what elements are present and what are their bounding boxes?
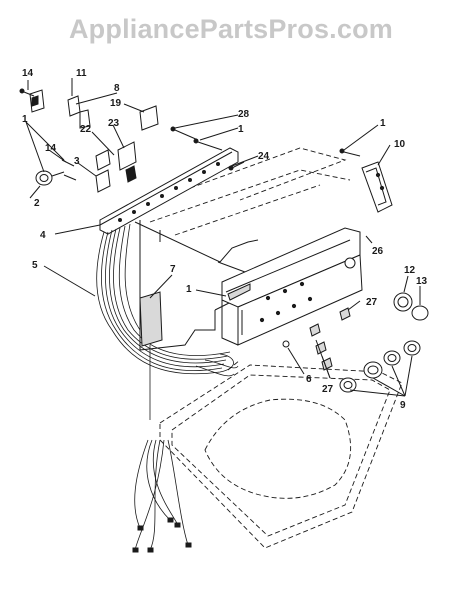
callout-9: 9 [400,400,406,411]
callout-1-upper: 1 [238,124,244,135]
callout-3: 3 [74,156,80,167]
callout-8: 8 [114,83,120,94]
callout-19: 19 [110,98,122,109]
callout-1-lower: 1 [186,284,192,295]
callout-28: 28 [238,109,250,120]
callout-22: 22 [80,124,92,135]
callout-10: 10 [394,139,406,150]
callout-6: 6 [306,374,312,385]
switches [29,89,159,193]
callout-27-lower: 27 [322,384,334,395]
watermark: AppliancePartsPros.com [68,14,393,44]
callout-7: 7 [170,264,176,275]
callout-27-upper: 27 [366,297,378,308]
wire-harness [96,223,239,377]
callout-23: 23 [108,118,120,129]
callout-14-top: 14 [22,68,34,79]
timer-knob [35,170,65,186]
control-panel [221,227,363,346]
part-7-panel [139,291,163,347]
lower-wire-leads [132,345,192,553]
callout-5: 5 [32,260,38,271]
control-bracket [99,147,239,235]
knobs-9 [339,340,421,393]
cabinet-top-outline [159,359,403,549]
callout-2: 2 [34,198,40,209]
callout-labels: 14 11 8 19 28 1 1 10 22 23 1 14 3 24 2 4… [22,68,428,411]
callout-26: 26 [372,246,384,257]
callout-11: 11 [76,68,87,79]
clips-27 [282,307,351,371]
callout-1-right: 1 [380,118,386,129]
leader-lines [25,78,421,397]
callout-4: 4 [40,230,46,241]
callout-24: 24 [258,151,270,162]
callout-14-mid: 14 [45,143,57,154]
knobs-12-13 [393,292,429,321]
callout-12: 12 [404,265,416,276]
switch-10 [361,161,393,213]
callout-1-left: 1 [22,114,28,125]
callout-13: 13 [416,276,428,287]
